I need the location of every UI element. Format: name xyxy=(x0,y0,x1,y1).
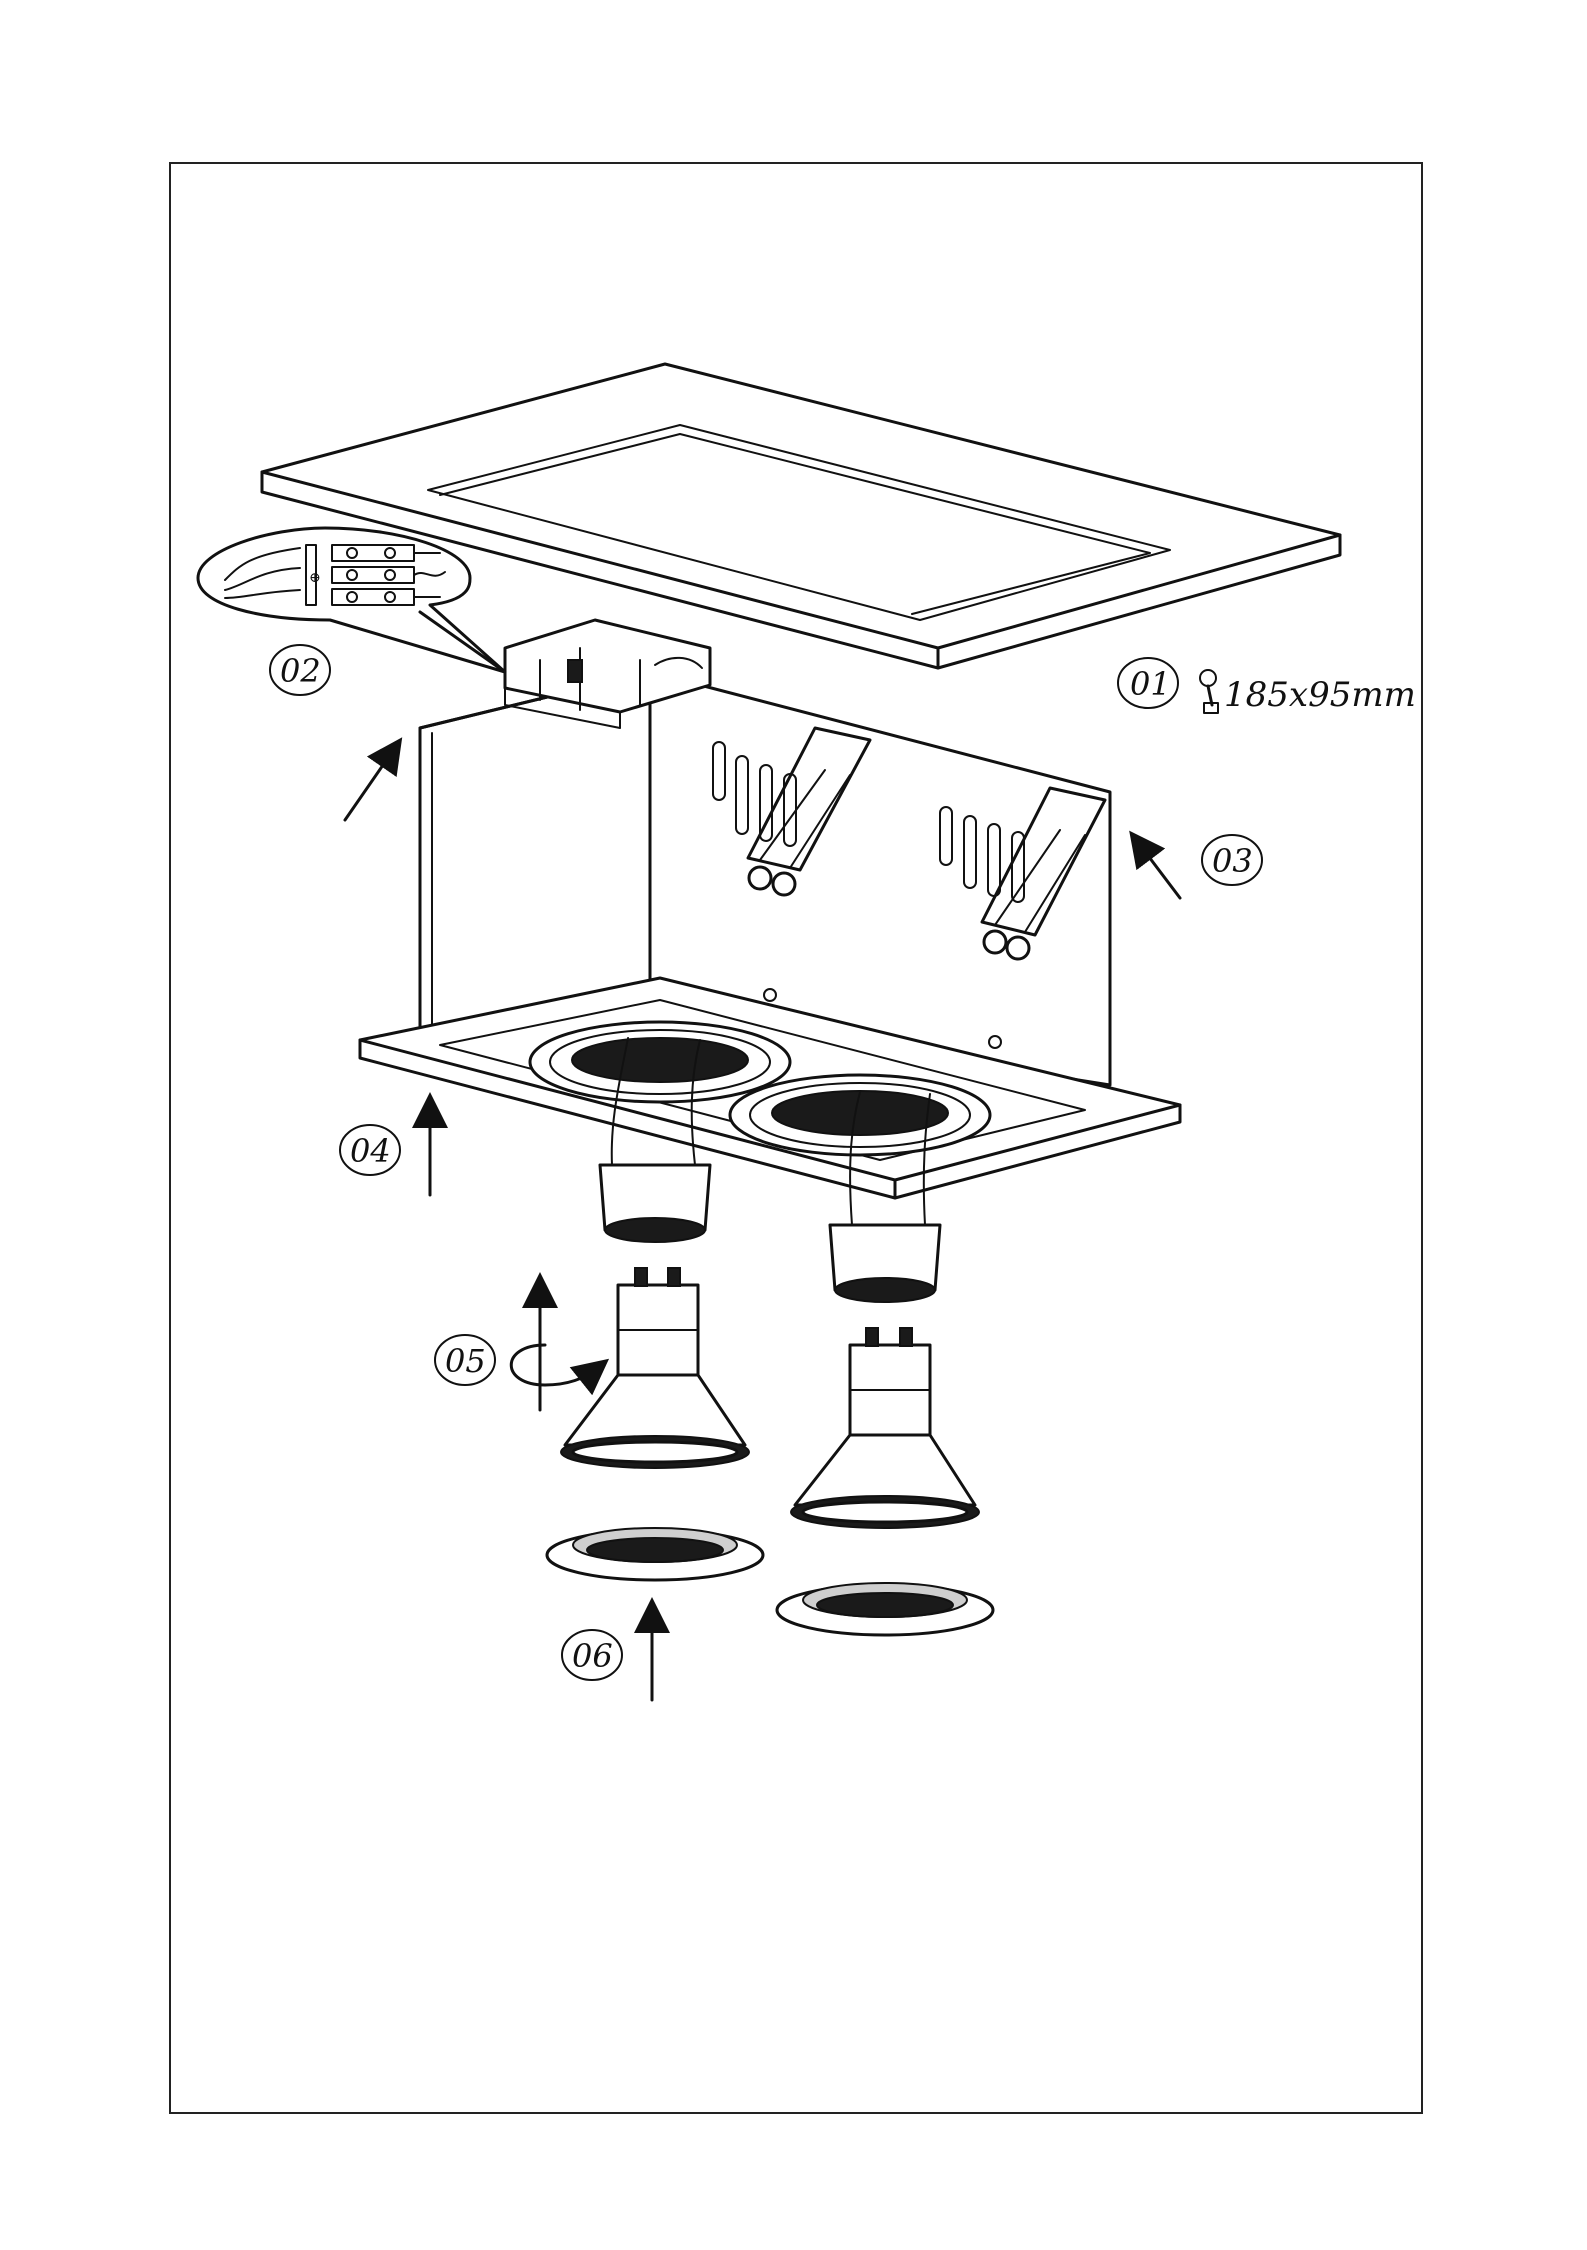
gu10-lamp-right xyxy=(791,1328,979,1528)
step-06: 06 xyxy=(562,1630,622,1680)
step-05: 05 xyxy=(435,1335,495,1385)
retaining-ring-right xyxy=(777,1583,993,1635)
step-02-label: 02 xyxy=(280,652,321,690)
retaining-ring-left xyxy=(547,1528,763,1580)
step-01-label: 01 xyxy=(1130,665,1171,703)
step-01: 01 185x95mm xyxy=(1118,658,1416,715)
cutout-dimension: 185x95mm xyxy=(1224,675,1416,715)
svg-text:⊕: ⊕ xyxy=(309,570,321,586)
step-06-label: 06 xyxy=(572,1637,613,1675)
gu10-lamp-left xyxy=(561,1268,749,1468)
step-04: 04 xyxy=(340,1125,400,1175)
step-03-label: 03 xyxy=(1212,842,1253,880)
step-02: 02 xyxy=(270,645,330,695)
rotate-arrow-icon xyxy=(511,1345,595,1385)
step-03: 03 xyxy=(1202,835,1262,885)
wiring-detail-bubble: ⊕ xyxy=(198,528,505,672)
hole-saw-icon xyxy=(1200,670,1218,713)
step-04-label: 04 xyxy=(350,1132,391,1170)
step-05-label: 05 xyxy=(445,1342,486,1380)
